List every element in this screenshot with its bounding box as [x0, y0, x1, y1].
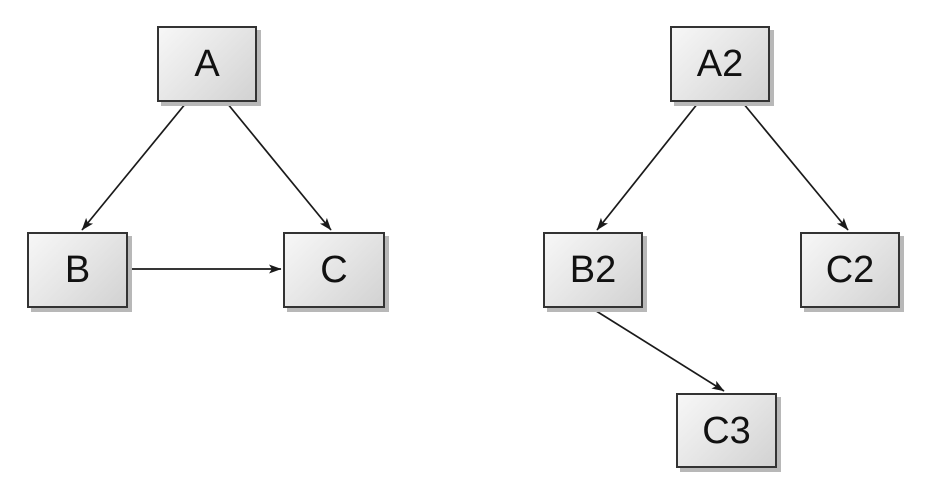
node-B2-label: B2 — [569, 249, 617, 291]
edge-B2-C3 — [592, 308, 725, 392]
node-A-label: A — [194, 43, 220, 85]
node-B: B — [27, 232, 128, 308]
node-B-label: B — [64, 249, 91, 291]
node-C3: C3 — [676, 393, 777, 468]
node-A: A — [157, 26, 257, 102]
node-C: C — [283, 232, 385, 308]
edge-A-B — [81, 102, 187, 231]
node-C2: C2 — [800, 232, 900, 308]
edge-A-C — [226, 102, 332, 231]
edge-A2-C2 — [742, 102, 849, 231]
node-C-label: C — [320, 249, 348, 291]
node-A2: A2 — [670, 26, 770, 102]
edge-A2-B2 — [596, 102, 699, 231]
node-C2-label: C2 — [825, 249, 875, 291]
node-A2-label: A2 — [696, 43, 744, 85]
node-C3-label: C3 — [702, 409, 751, 452]
node-B2: B2 — [543, 232, 643, 308]
